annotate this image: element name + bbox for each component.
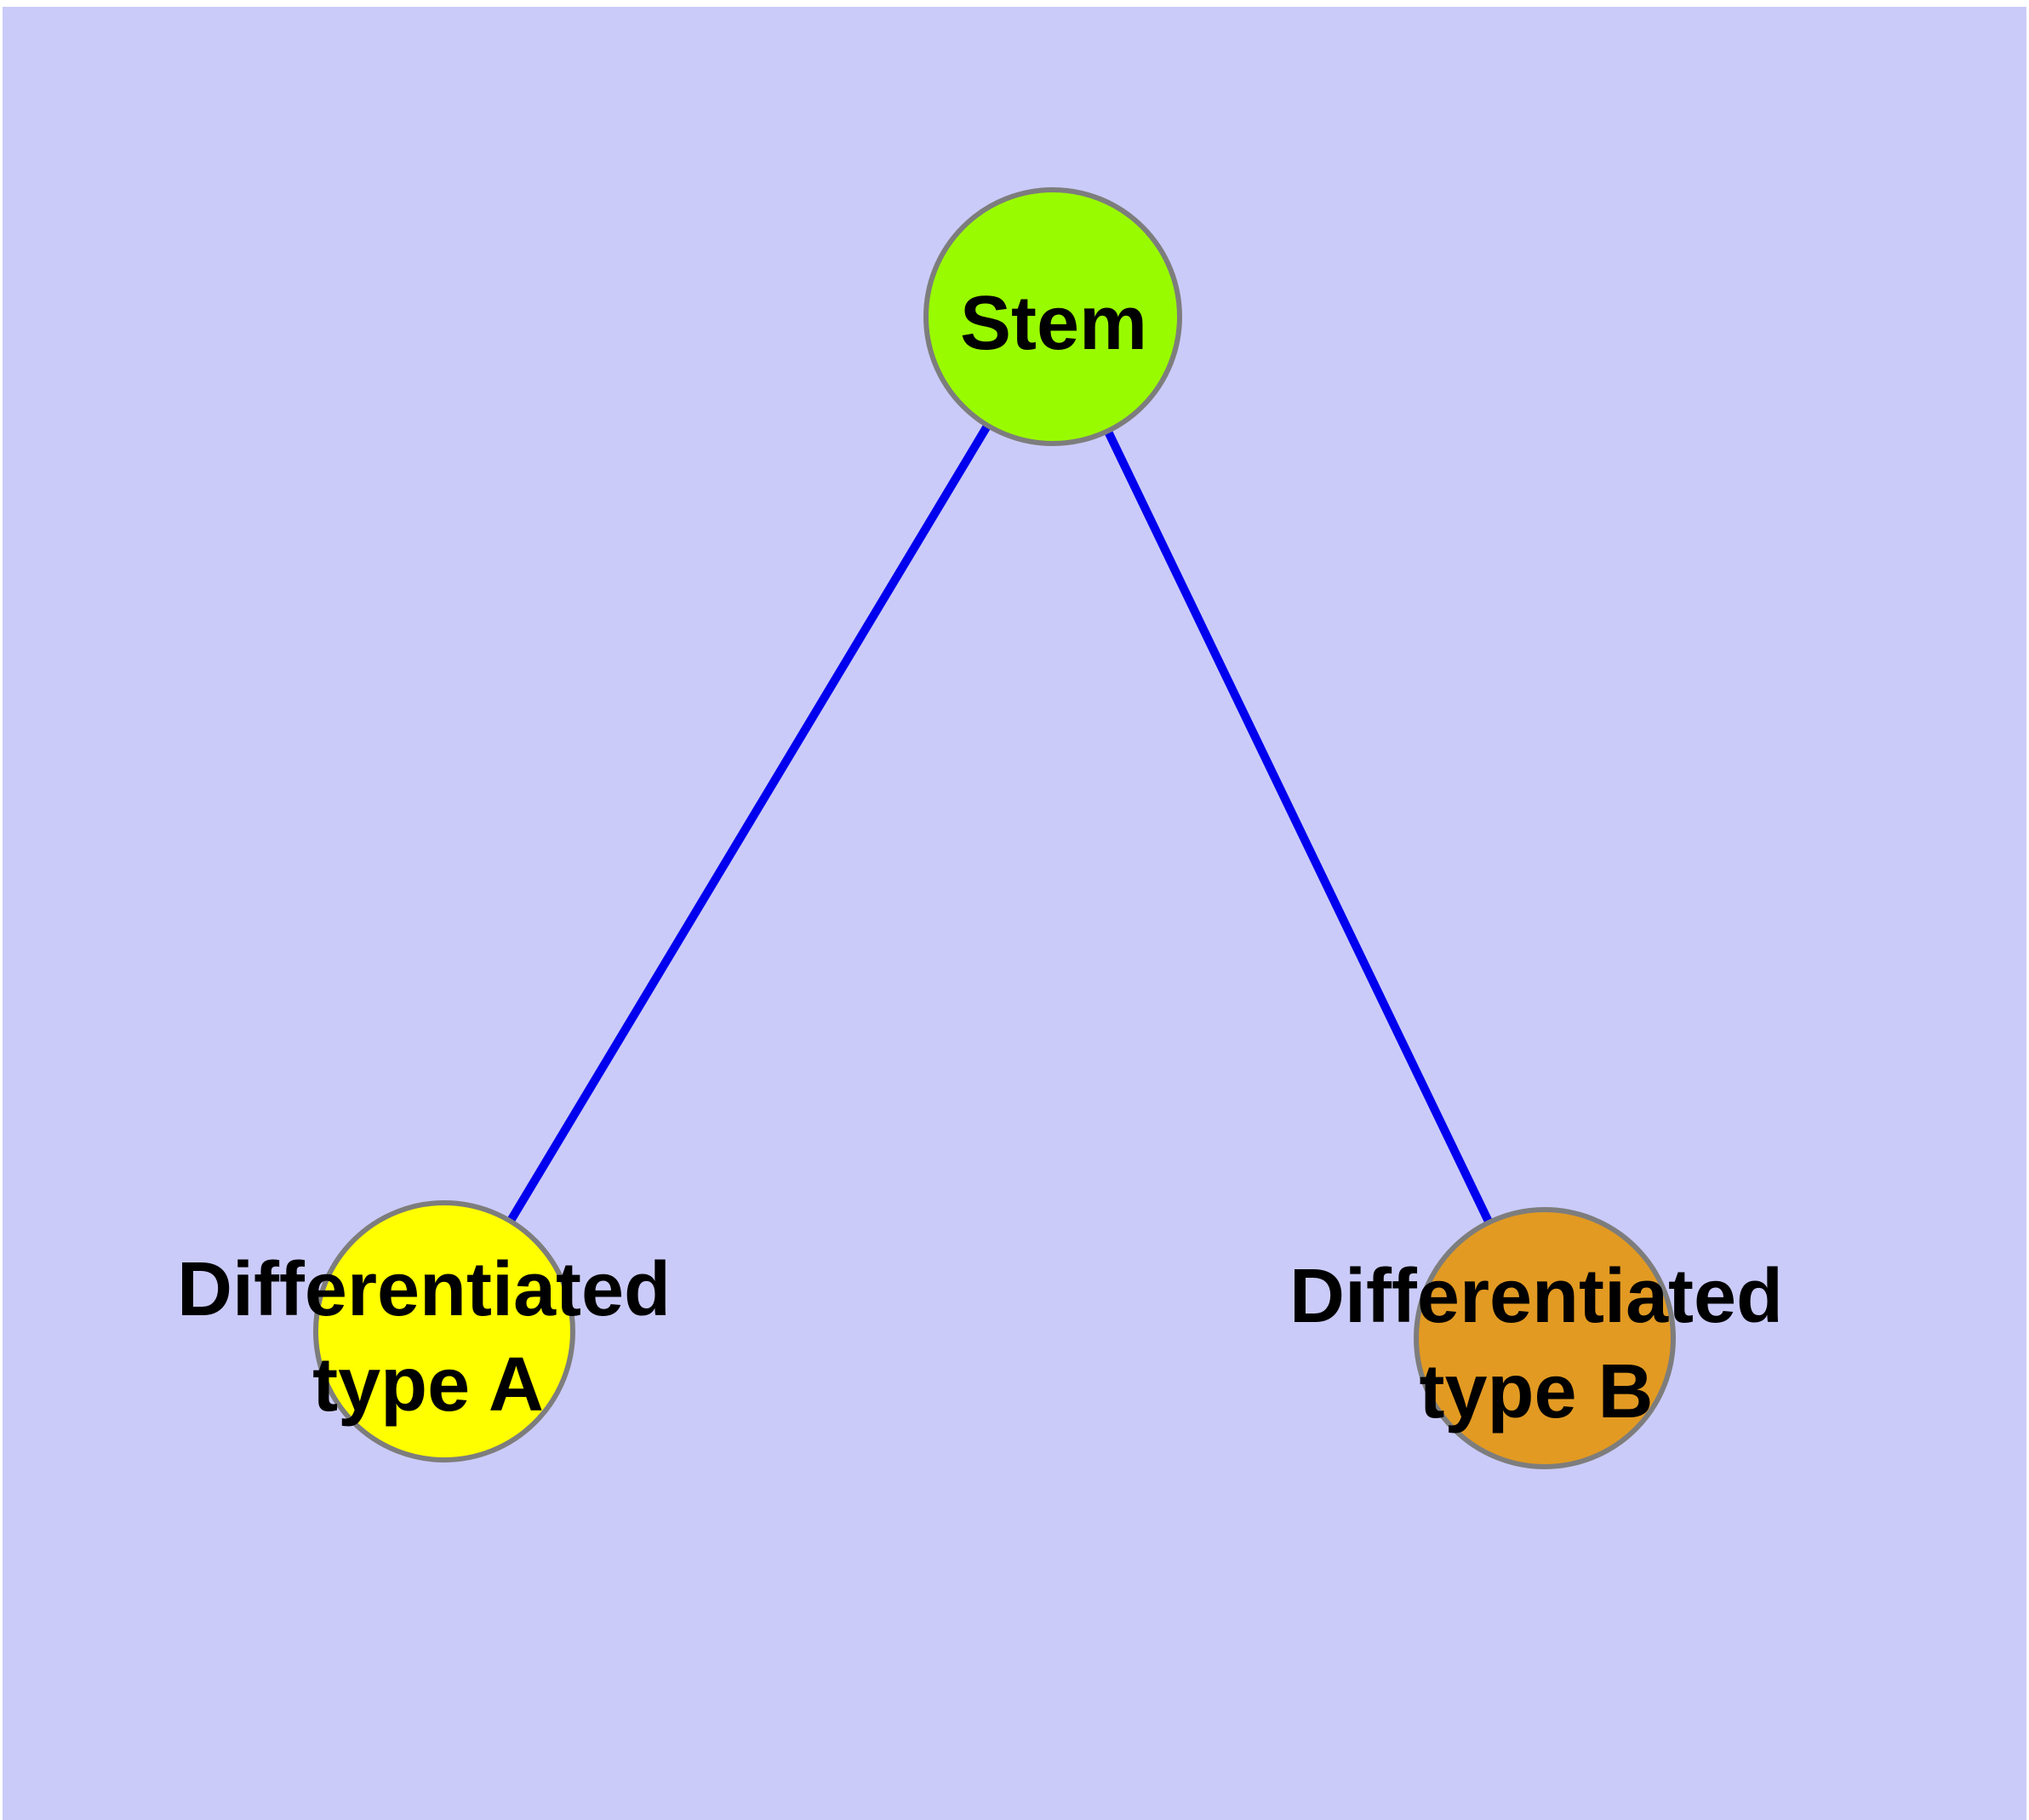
node-stem-label: Stem (960, 281, 1147, 366)
node-type-a-label-line2: type A (312, 1342, 544, 1428)
edge-stem-to-type-b (1049, 314, 1549, 1341)
edge-stem-to-type-a (440, 314, 1057, 1334)
node-stem (923, 187, 1182, 446)
node-type-b-label-line2: type B (1419, 1349, 1653, 1434)
node-differentiated-type-a (313, 1200, 575, 1462)
node-differentiated-type-b (1414, 1207, 1676, 1469)
node-type-a-label-line1: Differentiated (177, 1247, 671, 1332)
node-type-b-label-line1: Differentiated (1289, 1254, 1783, 1339)
